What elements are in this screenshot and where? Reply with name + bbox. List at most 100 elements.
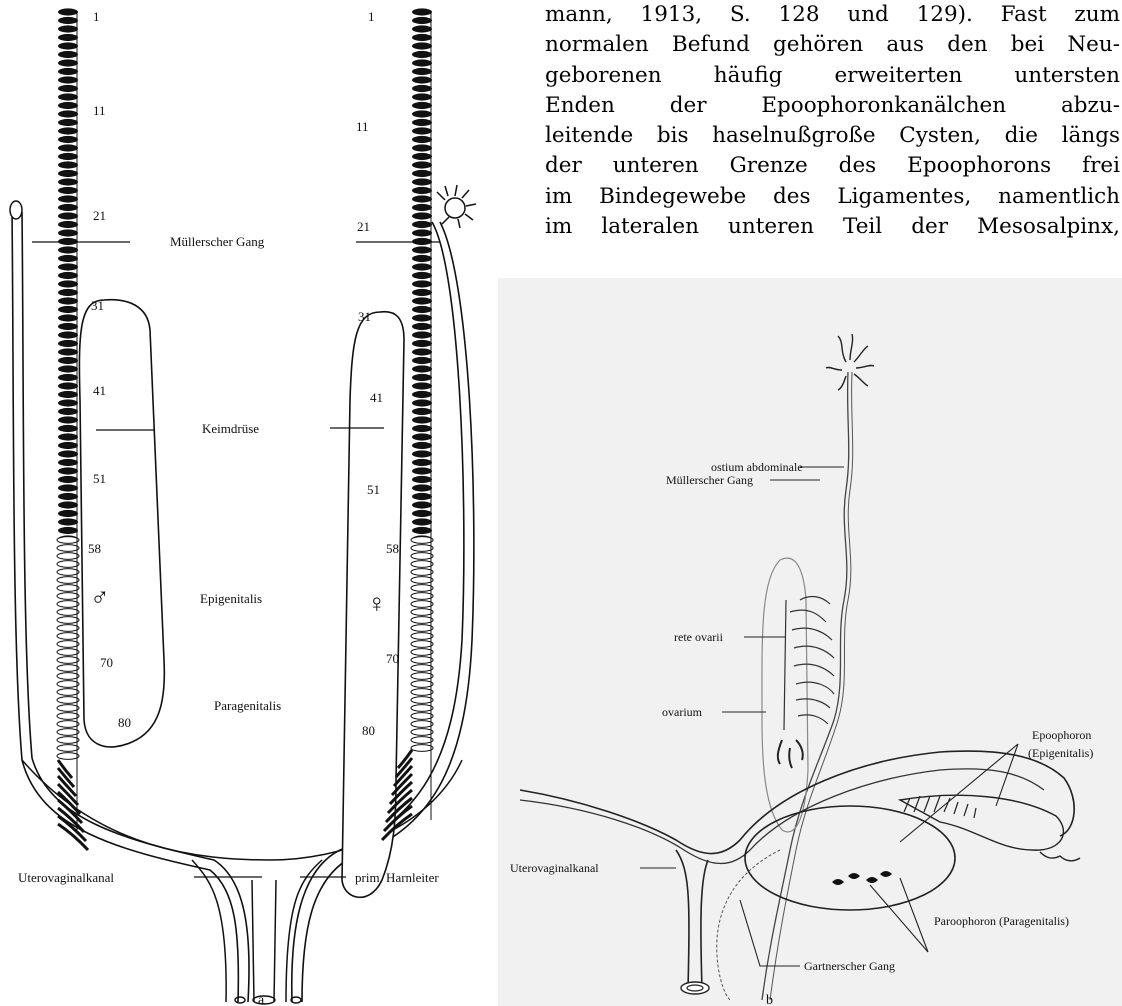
label-prim-harnleiter: prim. Harnleiter bbox=[355, 870, 439, 885]
segment-open bbox=[57, 545, 79, 552]
segment-black bbox=[412, 8, 432, 15]
label-paragenitalis: Paragenitalis bbox=[214, 698, 281, 713]
segment-black bbox=[58, 442, 78, 449]
segment-black bbox=[58, 518, 78, 525]
segment-open bbox=[57, 697, 79, 704]
segment-black bbox=[412, 25, 432, 32]
segment-black bbox=[58, 467, 78, 474]
segment-black bbox=[412, 408, 432, 415]
seg-num: 51 bbox=[367, 482, 380, 497]
segment-open bbox=[57, 721, 79, 728]
segment-black bbox=[58, 348, 78, 355]
segment-black bbox=[58, 263, 78, 270]
segment-open bbox=[57, 753, 79, 760]
seg-num: 31 bbox=[358, 309, 371, 324]
segment-open bbox=[411, 681, 433, 688]
segment-black bbox=[58, 357, 78, 364]
seg-num: 1 bbox=[93, 9, 100, 24]
segment-open bbox=[411, 713, 433, 720]
segment-black bbox=[58, 493, 78, 500]
label-gartnerscher-gang: Gartnerscher Gang bbox=[804, 959, 895, 973]
seg-num: 51 bbox=[93, 471, 106, 486]
segment-black bbox=[412, 493, 432, 500]
segment-black bbox=[58, 246, 78, 253]
segment-black bbox=[58, 459, 78, 466]
segment-open bbox=[411, 665, 433, 672]
segment-black bbox=[58, 280, 78, 287]
segment-open bbox=[411, 705, 433, 712]
figure-b-background bbox=[498, 278, 1122, 1006]
label-uterovaginalkanal-a: Uterovaginalkanal bbox=[18, 870, 114, 885]
segment-black bbox=[412, 510, 432, 517]
seg-num: 58 bbox=[88, 541, 101, 556]
panel-label-b: b bbox=[766, 993, 773, 1006]
seg-num: 41 bbox=[370, 390, 383, 405]
segment-open bbox=[411, 697, 433, 704]
segment-black bbox=[58, 450, 78, 457]
segment-black bbox=[412, 348, 432, 355]
segment-black bbox=[412, 467, 432, 474]
segment-open bbox=[57, 617, 79, 624]
label-ovarium: ovarium bbox=[662, 705, 703, 719]
segment-black bbox=[412, 187, 432, 194]
segment-open bbox=[411, 593, 433, 600]
segment-black bbox=[58, 255, 78, 262]
segment-black bbox=[412, 272, 432, 279]
segment-black bbox=[412, 42, 432, 49]
segment-black bbox=[58, 510, 78, 517]
segment-black bbox=[58, 34, 78, 41]
segment-black bbox=[58, 76, 78, 83]
segment-black bbox=[412, 85, 432, 92]
segment-black bbox=[58, 187, 78, 194]
female-symbol-icon: ♀ bbox=[367, 589, 387, 618]
segment-black bbox=[412, 374, 432, 381]
segment-black bbox=[412, 170, 432, 177]
fimbria-icon bbox=[437, 185, 476, 228]
segment-open bbox=[57, 569, 79, 576]
segment-black bbox=[58, 178, 78, 185]
segment-black bbox=[412, 204, 432, 211]
segment-black bbox=[412, 476, 432, 483]
segment-open bbox=[411, 617, 433, 624]
segment-black bbox=[58, 127, 78, 134]
label-ostium-abdominale: ostium abdominale bbox=[711, 460, 803, 474]
segment-black bbox=[58, 476, 78, 483]
segment-open bbox=[411, 601, 433, 608]
segment-open bbox=[411, 585, 433, 592]
segment-black bbox=[412, 450, 432, 457]
segment-open bbox=[411, 577, 433, 584]
segment-black bbox=[58, 170, 78, 177]
segment-black bbox=[412, 340, 432, 347]
segment-black bbox=[58, 289, 78, 296]
label-rete-ovarii: rete ovarii bbox=[674, 630, 724, 644]
segment-black bbox=[58, 68, 78, 75]
segment-open bbox=[57, 585, 79, 592]
segment-black bbox=[412, 306, 432, 313]
segment-open bbox=[57, 641, 79, 648]
segment-open bbox=[411, 641, 433, 648]
seg-num: 1 bbox=[368, 9, 375, 24]
segment-black bbox=[412, 221, 432, 228]
segment-black bbox=[58, 59, 78, 66]
segment-black bbox=[412, 229, 432, 236]
seg-num: 80 bbox=[118, 715, 131, 730]
segment-black bbox=[412, 212, 432, 219]
segment-black bbox=[58, 306, 78, 313]
segment-black bbox=[412, 102, 432, 109]
seg-num: 80 bbox=[362, 723, 375, 738]
segment-black bbox=[412, 365, 432, 372]
segment-open bbox=[57, 705, 79, 712]
seg-num: 31 bbox=[91, 298, 104, 313]
segment-black bbox=[412, 442, 432, 449]
segment-open bbox=[57, 601, 79, 608]
segment-black bbox=[58, 331, 78, 338]
segment-black bbox=[412, 110, 432, 117]
segment-open bbox=[57, 665, 79, 672]
segment-open bbox=[57, 673, 79, 680]
segment-open bbox=[57, 609, 79, 616]
segment-black bbox=[58, 110, 78, 117]
segment-open bbox=[411, 609, 433, 616]
segment-open bbox=[57, 681, 79, 688]
segment-open bbox=[411, 545, 433, 552]
segment-black bbox=[58, 51, 78, 58]
